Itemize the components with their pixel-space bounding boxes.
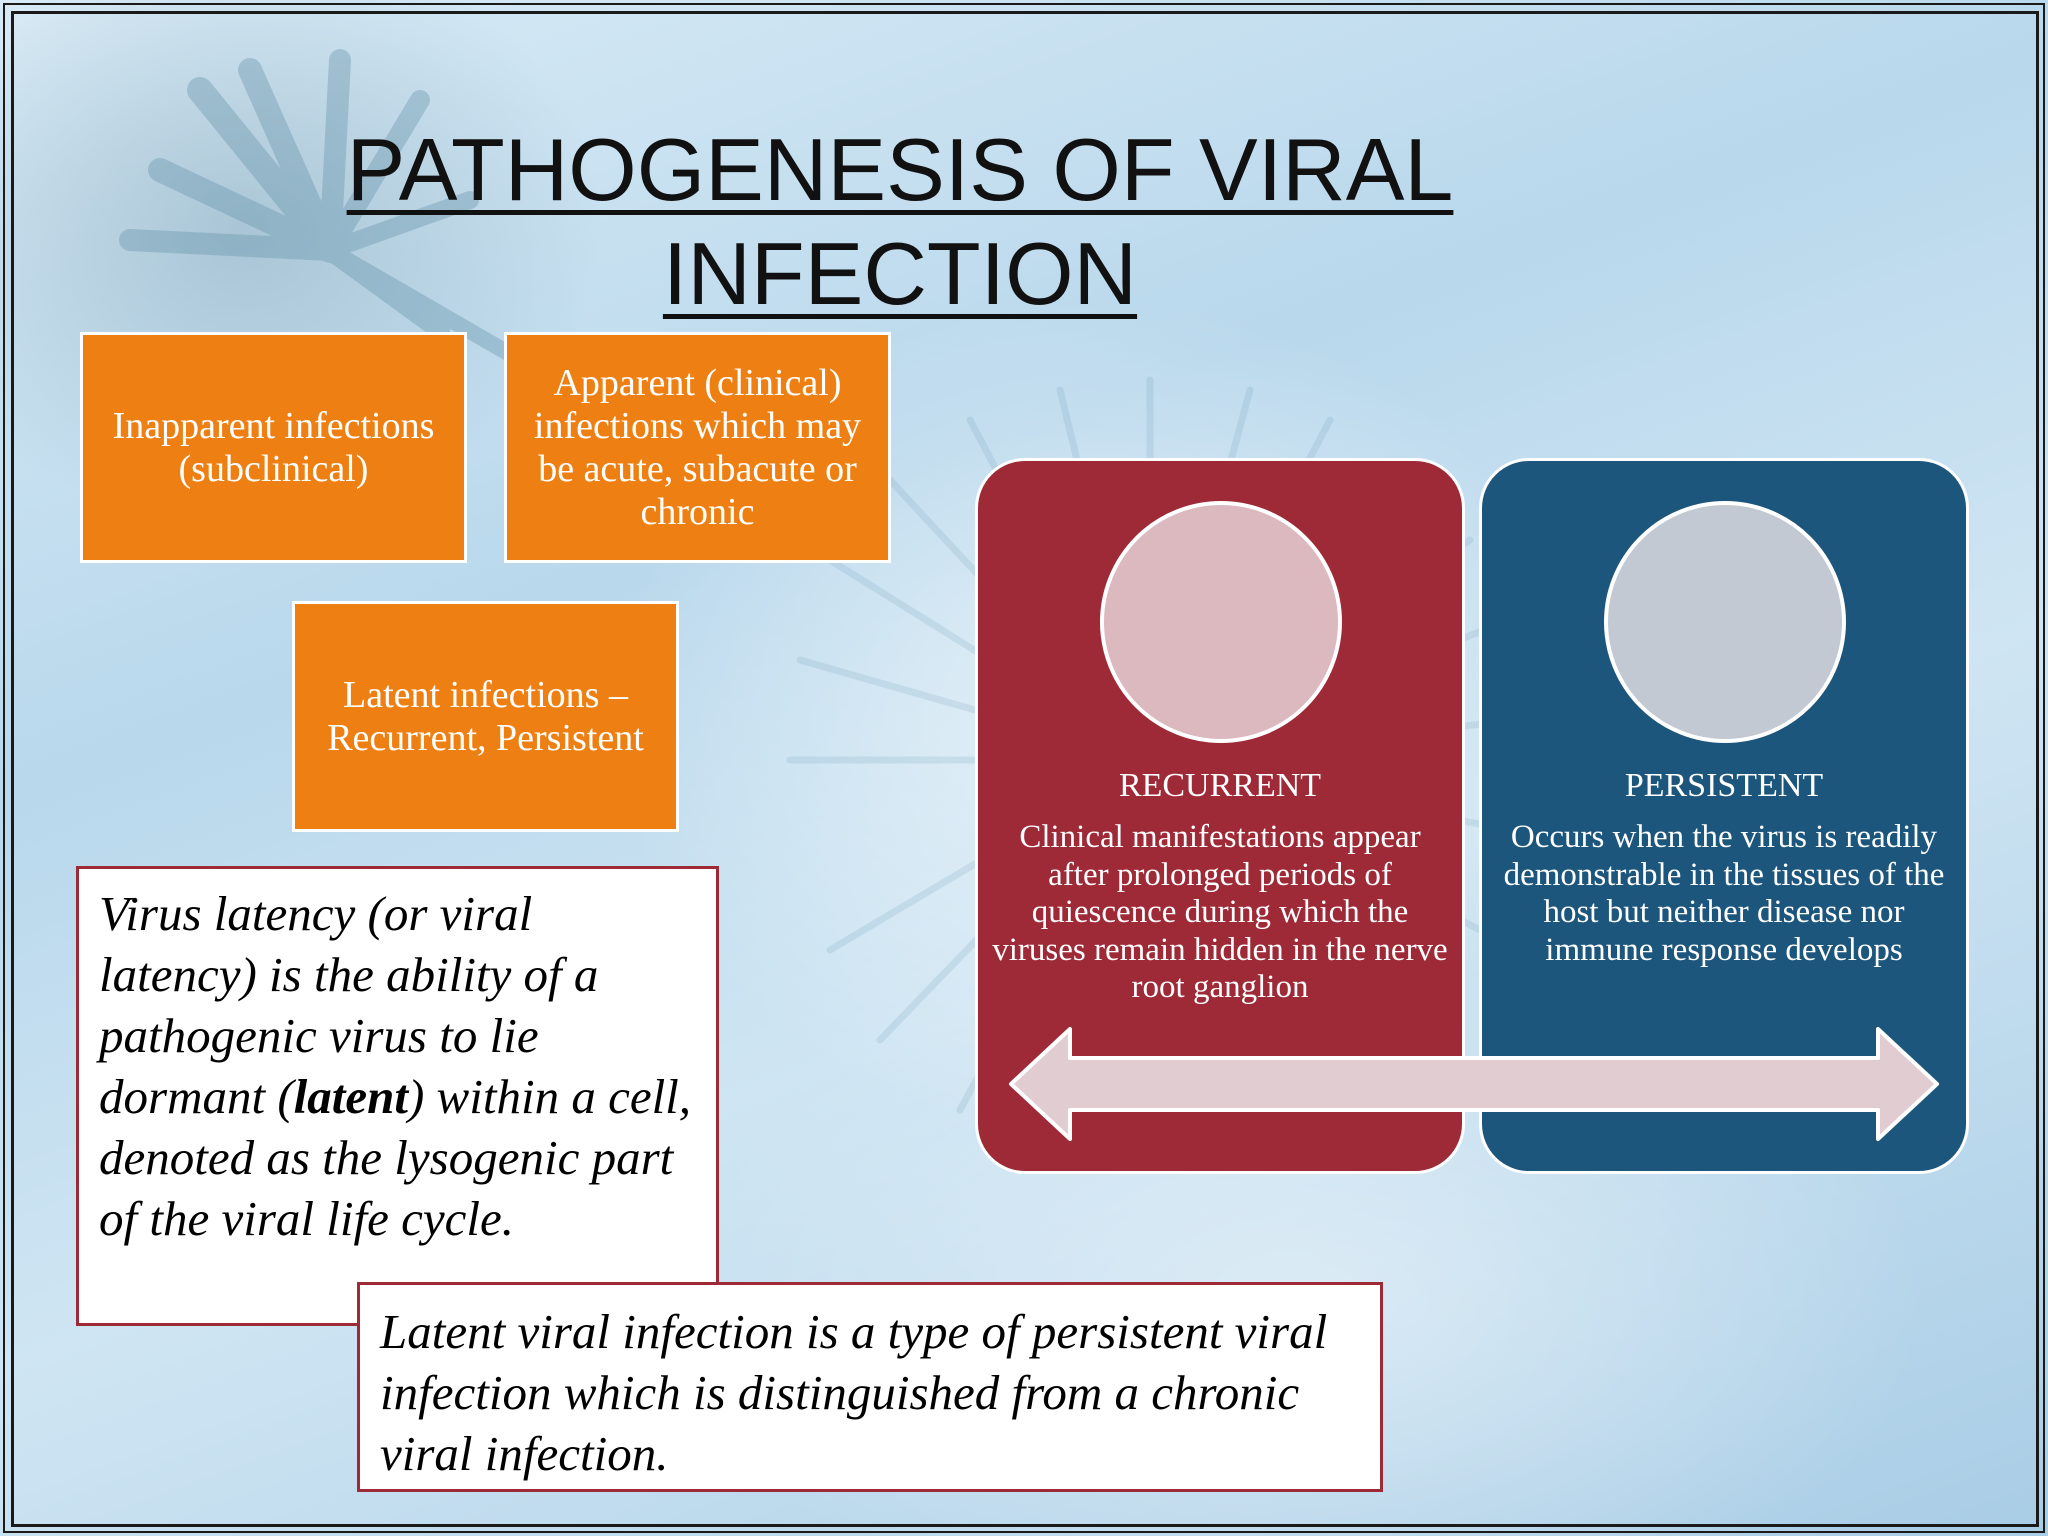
inapparent-infections-box: Inapparent infections (subclinical) bbox=[80, 332, 467, 563]
virus-latency-definition: Virus latency (or viral latency) is the … bbox=[76, 866, 719, 1326]
slide-border-inner bbox=[11, 11, 2039, 1527]
latency-text-part-1: Virus latency (or viral latency) is the … bbox=[99, 886, 599, 1124]
recurrent-circle bbox=[1100, 501, 1342, 743]
title-line-2: INFECTION bbox=[662, 224, 1138, 323]
recurrent-description: Clinical manifestations appear after pro… bbox=[992, 819, 1448, 1005]
persistent-circle bbox=[1604, 501, 1846, 743]
persistent-heading: PERSISTENT bbox=[1624, 767, 1824, 804]
latency-emphasis: latent bbox=[293, 1069, 408, 1124]
title-line-1: PATHOGENESIS OF VIRAL bbox=[346, 120, 1454, 219]
persistent-description: Occurs when the virus is readily demonst… bbox=[1503, 819, 1945, 968]
apparent-infections-box: Apparent (clinical) infections which may… bbox=[504, 332, 891, 563]
latency-text-part-2: ) within a cell, denoted as the lysogeni… bbox=[99, 1069, 692, 1246]
recurrent-heading: RECURRENT bbox=[1118, 767, 1322, 804]
slide-title: PATHOGENESIS OF VIRAL INFECTION bbox=[300, 118, 1500, 326]
latent-infections-box: Latent infections – Recurrent, Persisten… bbox=[292, 601, 679, 832]
double-arrow-icon bbox=[1009, 1027, 1939, 1141]
latent-infection-definition: Latent viral infection is a type of pers… bbox=[357, 1282, 1383, 1492]
slide-border-outer bbox=[3, 3, 2045, 1533]
